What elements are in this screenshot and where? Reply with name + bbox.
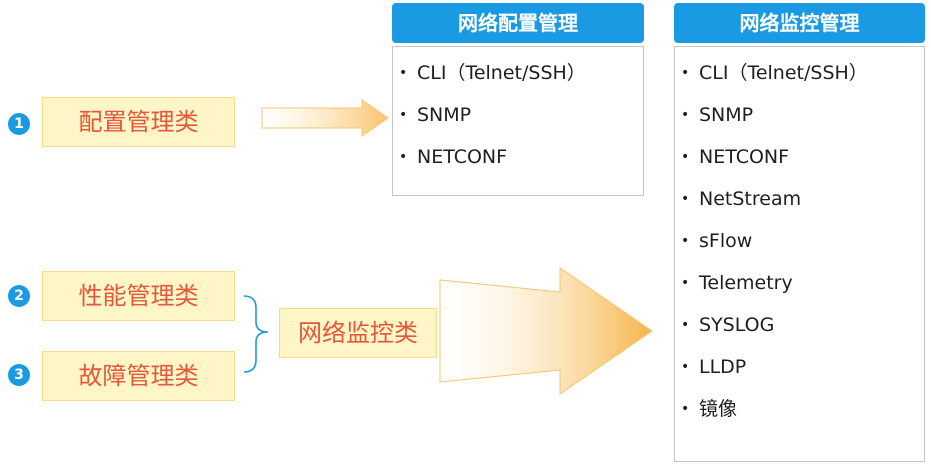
list-item: •LLDP <box>681 356 747 378</box>
config-panel-title: 网络配置管理 <box>392 3 644 43</box>
list-item: •CLI（Telnet/SSH） <box>399 62 586 84</box>
category-performance-management: 性能管理类 <box>42 271 235 321</box>
monitor-panel: •CLI（Telnet/SSH） •SNMP •NETCONF •NetStre… <box>674 46 925 462</box>
category-config-management: 配置管理类 <box>42 97 235 147</box>
arrow-monitor <box>439 267 653 395</box>
list-item: •CLI（Telnet/SSH） <box>681 62 868 84</box>
config-panel: •CLI（Telnet/SSH） •SNMP •NETCONF <box>392 46 644 196</box>
list-item: •SNMP <box>399 104 472 126</box>
list-item: •NETCONF <box>681 146 790 168</box>
monitor-panel-title: 网络监控管理 <box>674 3 925 43</box>
list-item: •sFlow <box>681 230 753 252</box>
category-2-number: 2 <box>8 285 30 307</box>
list-item: •镜像 <box>681 398 738 420</box>
arrow-config <box>261 99 389 137</box>
group-brace <box>243 295 269 373</box>
category-3-number: 3 <box>8 364 30 386</box>
list-item: •SYSLOG <box>681 314 775 336</box>
category-fault-management: 故障管理类 <box>42 351 235 401</box>
group-network-monitoring: 网络监控类 <box>279 308 437 358</box>
list-item: •Telemetry <box>681 272 793 294</box>
category-1-number: 1 <box>8 113 30 135</box>
list-item: •SNMP <box>681 104 754 126</box>
list-item: •NETCONF <box>399 146 508 168</box>
list-item: •NetStream <box>681 188 802 210</box>
